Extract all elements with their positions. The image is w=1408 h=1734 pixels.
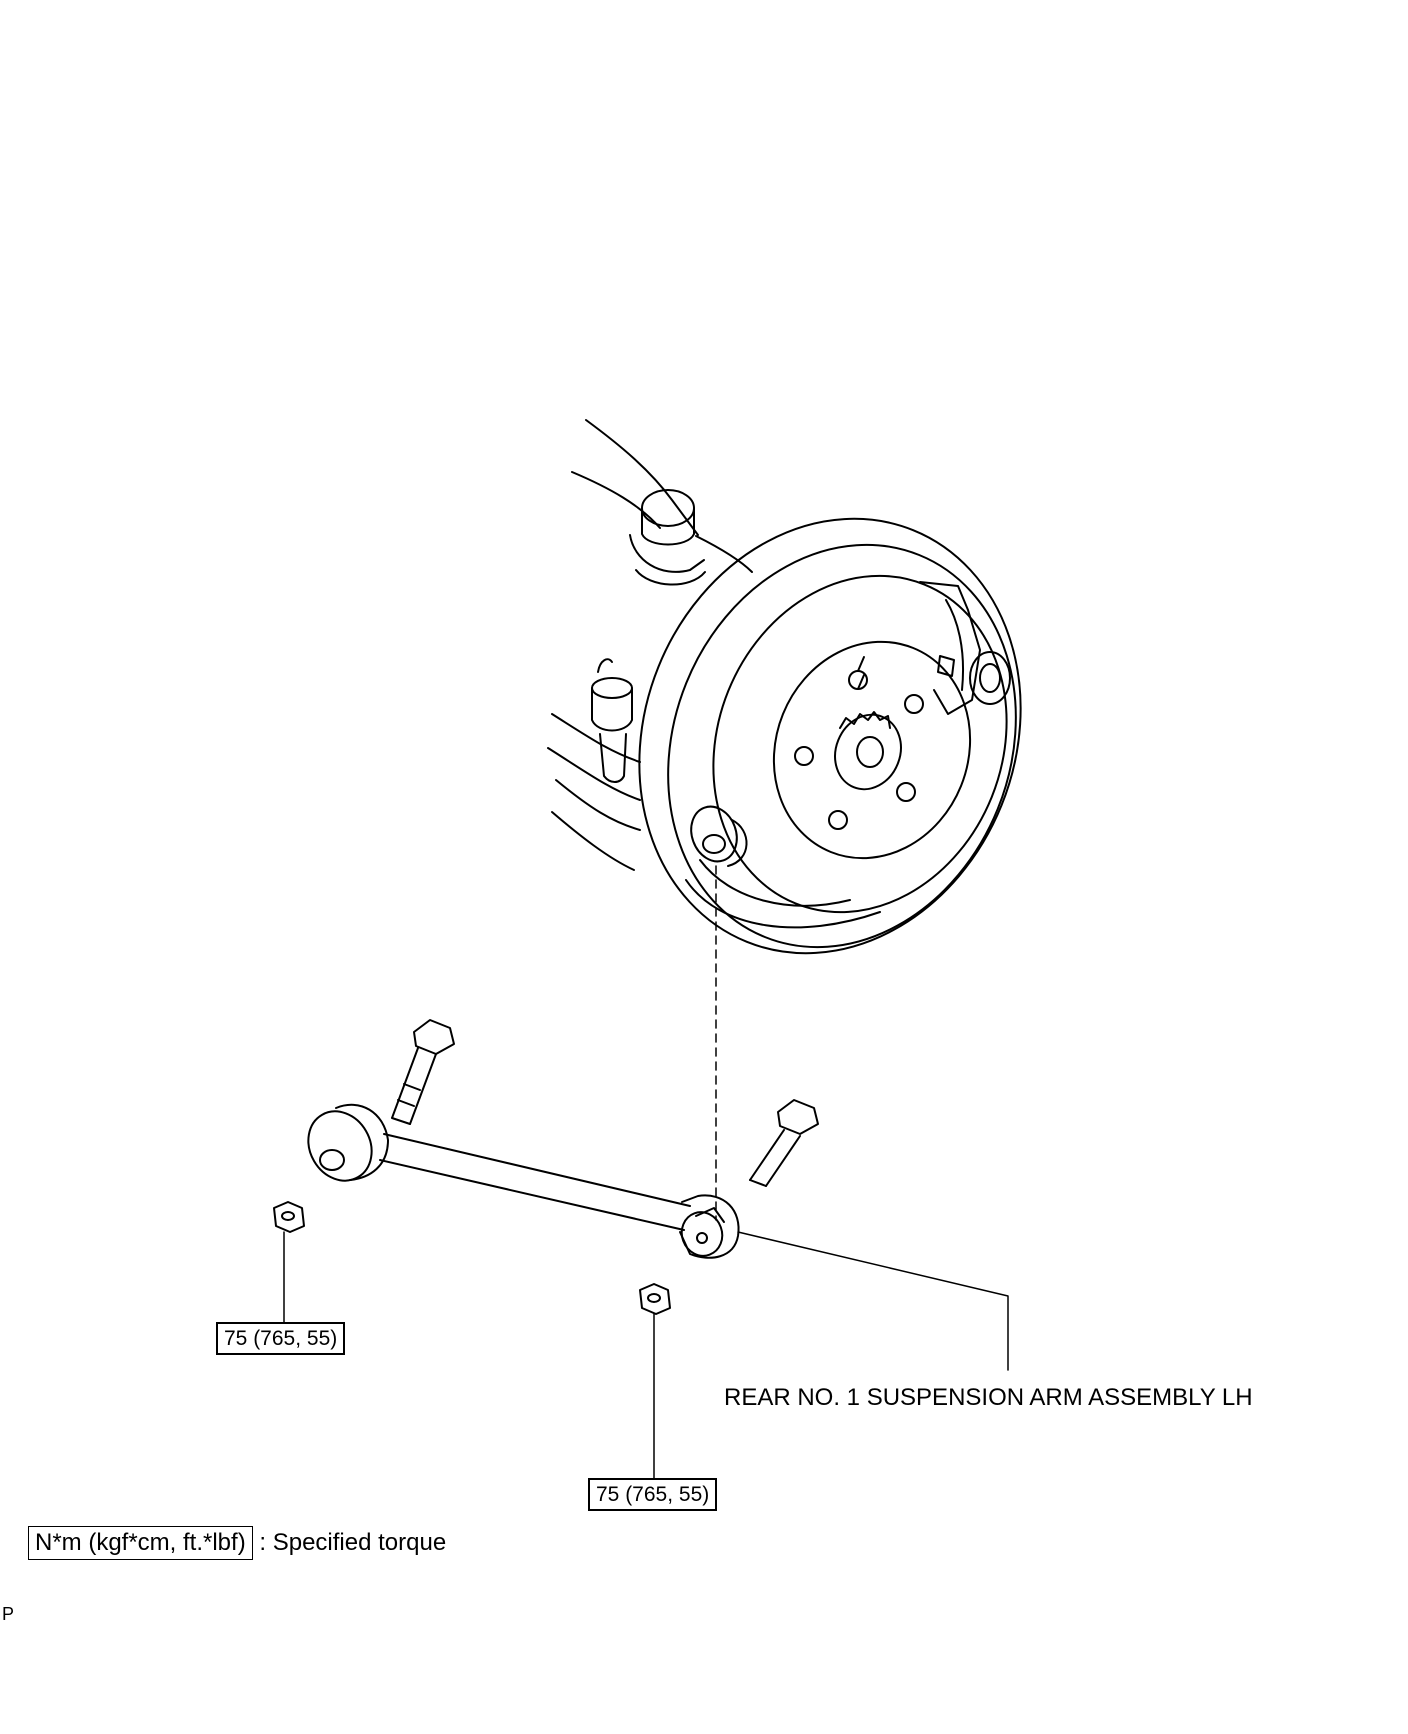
bolt-upper-left: [391, 1019, 455, 1125]
nut-left: [273, 1201, 305, 1233]
torque-value-center: 75 (765, 55): [588, 1478, 718, 1511]
brake-disc: [638, 517, 1022, 955]
part-label: REAR NO. 1 SUSPENSION ARM ASSEMBLY LH: [724, 1384, 1253, 1411]
knuckle-boss: [690, 805, 748, 867]
lower-arm: [547, 658, 641, 871]
corner-mark: P: [2, 1604, 15, 1624]
leader-part-label: [737, 1231, 1009, 1371]
legend-text: : Specified torque: [259, 1529, 447, 1556]
legend-unit-box: N*m (kgf*cm, ft.*lbf): [28, 1526, 253, 1560]
wheel-hub: [772, 640, 972, 860]
upper-arm: [571, 419, 753, 586]
brake-caliper: [919, 581, 1011, 715]
suspension-arm: [307, 1103, 740, 1259]
torque-legend: N*m (kgf*cm, ft.*lbf) : Specified torque: [28, 1526, 446, 1560]
bolt-right: [749, 1099, 819, 1187]
nut-center: [639, 1283, 671, 1315]
torque-value-left: 75 (765, 55): [216, 1322, 346, 1355]
